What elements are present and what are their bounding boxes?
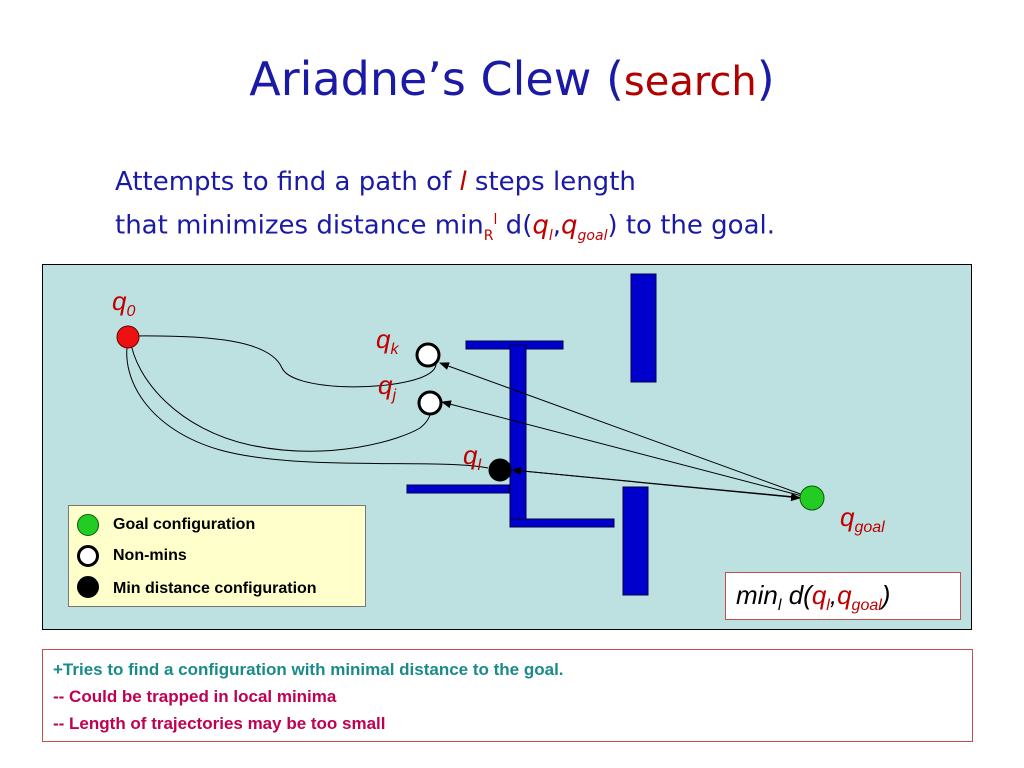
title-close: ) (756, 52, 775, 106)
wall-t-stem (509, 344, 527, 524)
formula-comma: , (829, 580, 838, 610)
formula-q: q (811, 580, 827, 610)
label-qk-q: q (376, 324, 391, 354)
min-distance-formula: minl d(ql,qgoal) (725, 572, 961, 620)
legend-label-nonmins: Non-mins (113, 547, 187, 564)
distance-arrow-ql-back (511, 469, 801, 502)
label-qgoal-q: q (840, 502, 855, 532)
goal-dot-icon (77, 514, 99, 536)
subtitle-q2: q (561, 210, 578, 241)
subtitle-text: d( (497, 210, 533, 241)
min-dot-icon (77, 576, 99, 598)
node-qk (415, 342, 441, 368)
nonmin-dot-icon (77, 545, 99, 567)
goal-node (799, 485, 825, 511)
wall-bottom-bar (509, 518, 615, 528)
subtitle-text: ) to the goal. (607, 210, 775, 241)
distance-arrow-qk (439, 362, 807, 497)
wall-left-bar (406, 484, 510, 494)
formula-d: d( (781, 580, 812, 610)
subtitle-text: steps length (466, 167, 636, 197)
label-qj-q: q (378, 370, 393, 400)
subtitle-q-sub: l (548, 227, 553, 244)
trajectory-to-qj (129, 337, 432, 452)
label-qk-sub: k (390, 341, 399, 359)
label-q0-sub: 0 (126, 303, 136, 321)
subtitle-sup-l: l (493, 212, 498, 228)
label-q0-q: q (112, 286, 127, 316)
formula-q-sub: l (826, 597, 830, 615)
formula-q2: q (837, 580, 852, 610)
notes-box: +Tries to find a configuration with mini… (42, 649, 973, 742)
label-qgoal: qgoal (840, 502, 885, 537)
subtitle-line-1: Attempts to find a path of l steps lengt… (115, 163, 775, 201)
trajectory-to-ql (126, 339, 489, 469)
label-qk: qk (376, 324, 398, 359)
label-ql-q: q (463, 440, 478, 470)
subtitle-text: Attempts to find a path of (115, 167, 460, 197)
subtitle-comma: , (552, 210, 562, 241)
label-qj: qj (378, 370, 396, 405)
node-ql (488, 458, 512, 482)
trajectory-to-qk (129, 335, 437, 388)
title-accent: search (623, 59, 757, 105)
note-short-trajectories: -- Length of trajectories may be too sma… (53, 714, 386, 733)
note-advantage: +Tries to find a configuration with mini… (53, 660, 564, 679)
label-q0: q0 (112, 286, 135, 321)
formula-min-sub: l (777, 597, 782, 615)
subtitle: Attempts to find a path of l steps lengt… (115, 163, 775, 255)
subtitle-q: q (532, 210, 549, 241)
distance-arrow-qj (441, 400, 807, 498)
wall-right-bottom (622, 486, 649, 596)
legend-row-nonmins: Non-mins (69, 543, 365, 571)
slide-title: Ariadne’s Clew (search) (0, 52, 1024, 106)
label-qj-sub: j (392, 387, 397, 405)
legend-label-goal: Goal configuration (113, 516, 256, 533)
legend-row-goal: Goal configuration (69, 512, 365, 540)
title-main: Ariadne’s Clew ( (249, 52, 624, 106)
legend-label-min: Min distance configuration (113, 580, 317, 597)
node-qj (417, 390, 443, 416)
formula-q2-sub: goal (851, 597, 882, 615)
legend: Goal configuration Non-mins Min distance… (68, 505, 366, 607)
subtitle-q2-sub: goal (577, 227, 608, 244)
subtitle-l: l (459, 167, 467, 197)
label-ql: ql (463, 440, 481, 475)
legend-row-min: Min distance configuration (69, 576, 365, 604)
start-node (116, 325, 140, 349)
subtitle-text: that minimizes distance min (115, 210, 484, 241)
subtitle-sub-r: R (483, 227, 494, 244)
subtitle-line-2: that minimizes distance minRl d(ql,qgoal… (115, 201, 775, 255)
wall-right-top (630, 273, 657, 383)
formula-close: ) (881, 580, 891, 610)
label-qgoal-sub: goal (854, 519, 885, 537)
label-ql-sub: l (477, 457, 482, 475)
formula-min: min (736, 580, 778, 610)
note-local-minima: -- Could be trapped in local minima (53, 687, 337, 706)
